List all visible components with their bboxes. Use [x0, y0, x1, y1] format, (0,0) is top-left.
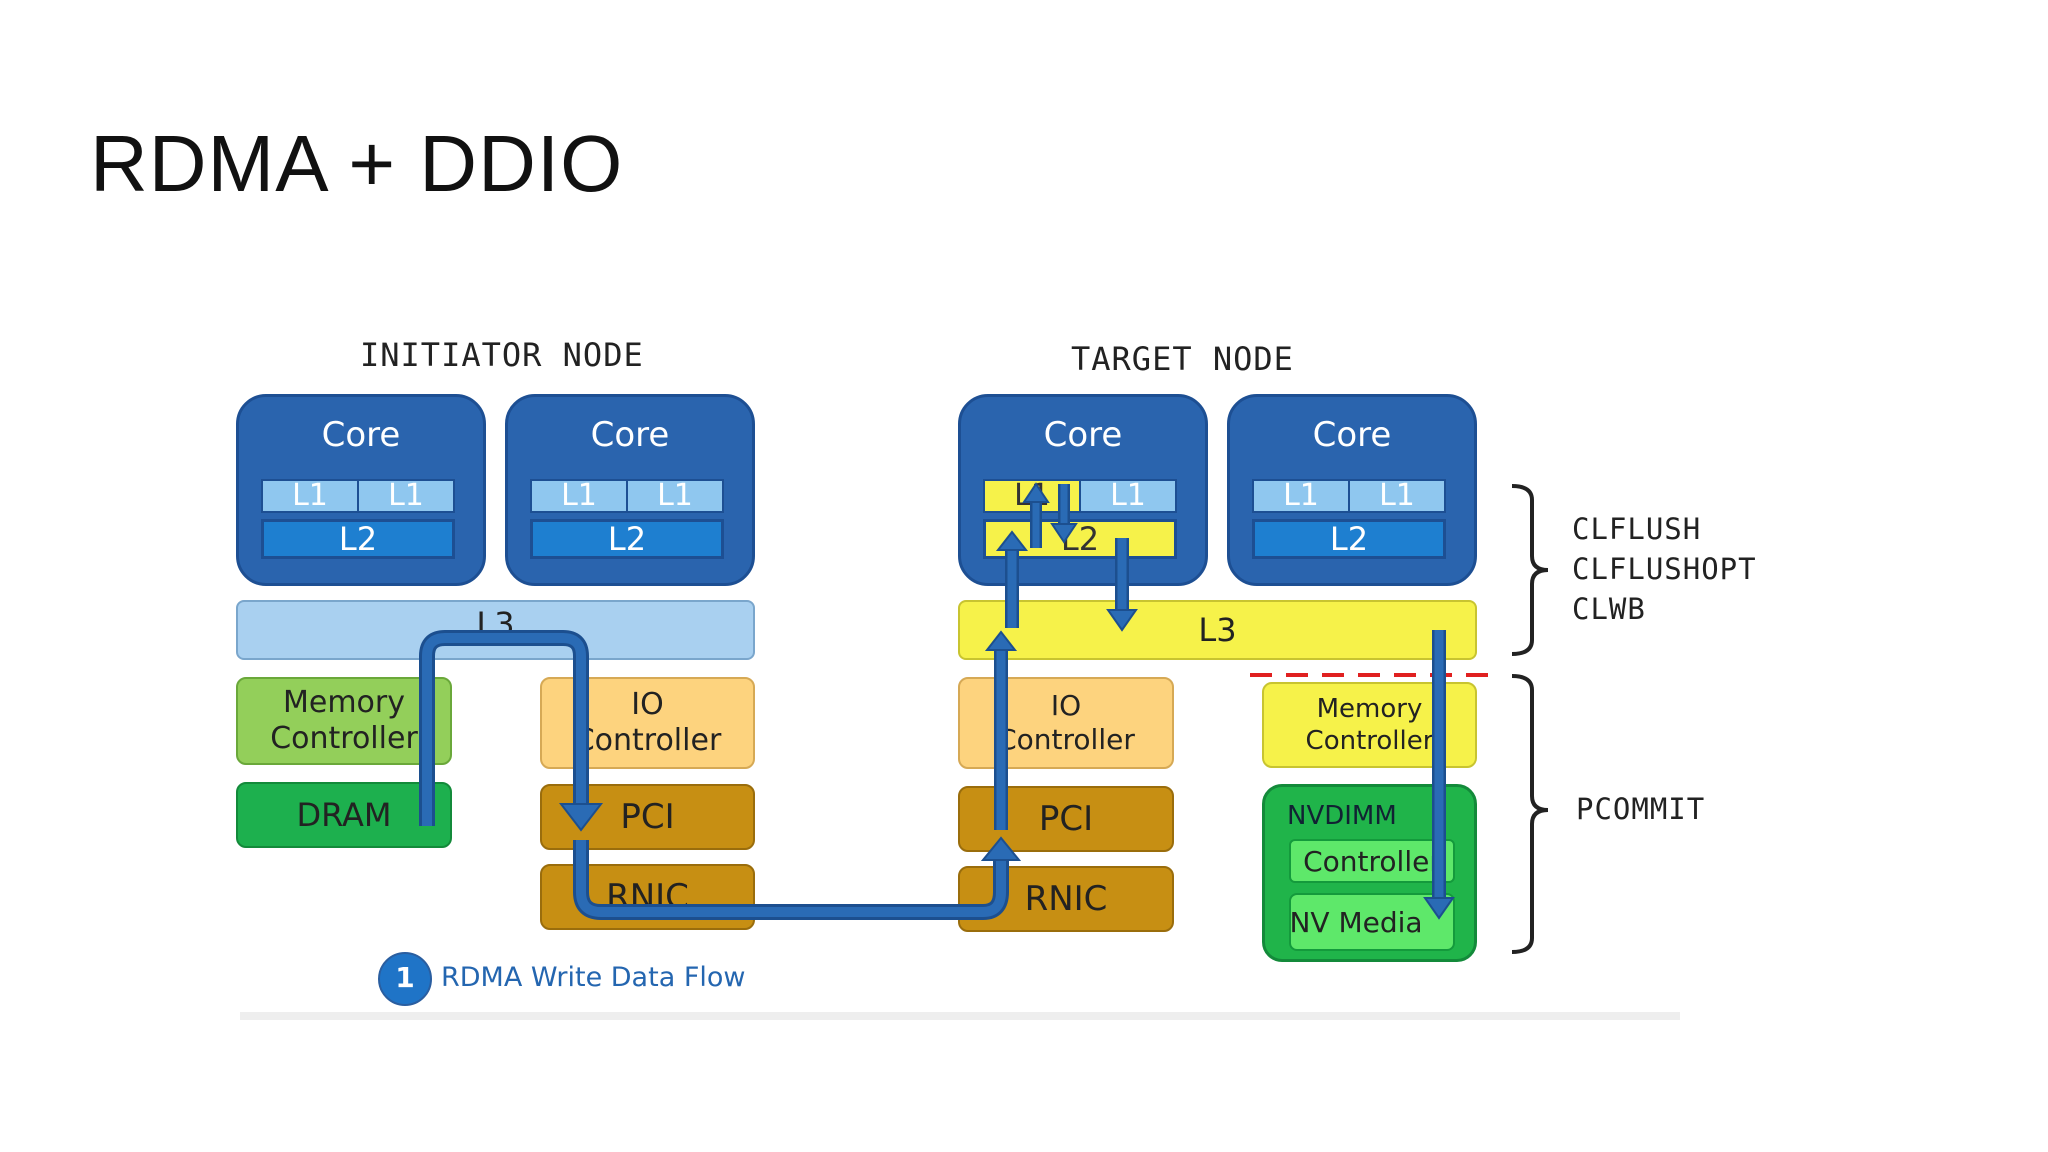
- pci-label: PCI: [620, 797, 675, 837]
- l1-cache: L1: [530, 479, 628, 513]
- core-label: Core: [590, 415, 670, 455]
- initiator-node-label: INITIATOR NODE: [360, 336, 644, 374]
- pci-label: PCI: [1038, 799, 1094, 839]
- target-l3-cache: L3: [958, 600, 1477, 660]
- l1-cache: L1: [1079, 479, 1177, 513]
- l2-cache: L2: [530, 519, 724, 559]
- memory-controller-label: Memory Controller: [270, 685, 418, 756]
- core-label: Core: [321, 415, 401, 455]
- l1-cache: L1: [1348, 479, 1446, 513]
- l1-cache: L1: [357, 479, 455, 513]
- legend-badge: [378, 952, 432, 1006]
- dram-label: DRAM: [296, 796, 392, 834]
- io-controller-label: IO Controller: [997, 689, 1135, 756]
- network-flow-arrow: [573, 840, 1009, 920]
- pcommit-label: PCOMMIT: [1576, 792, 1706, 826]
- io-controller-label: IO Controller: [573, 687, 722, 758]
- memory-controller-label: Memory Controller: [1305, 694, 1434, 756]
- legend-text: RDMA Write Data Flow: [441, 962, 746, 993]
- pcommit-brace: [1511, 674, 1549, 954]
- l1-cache: L1: [261, 479, 359, 513]
- initiator-dram: DRAM: [236, 782, 452, 848]
- l2-to-l3-arrowhead: [1106, 609, 1138, 632]
- l1-cache: L1: [626, 479, 724, 513]
- clflushopt-label: CLFLUSHOPT: [1572, 552, 1757, 586]
- diagram-bottom-shadow: [240, 1012, 1680, 1020]
- initiator-flow-arrow: [419, 630, 589, 826]
- network-flow-arrowhead: [980, 836, 1022, 861]
- target-pci: PCI: [958, 786, 1174, 852]
- clwb-label: CLWB: [1572, 592, 1646, 626]
- cache-flush-brace: [1511, 484, 1549, 656]
- l2-cache: L2: [261, 519, 455, 559]
- l1-cache: L1: [1252, 479, 1350, 513]
- clflush-label: CLFLUSH: [1572, 512, 1702, 546]
- initiator-memory-controller: Memory Controller: [236, 677, 452, 765]
- l1-to-l2-arrowhead: [1050, 523, 1078, 544]
- target-node-label: TARGET NODE: [1071, 340, 1294, 378]
- initiator-flow-arrowhead: [558, 803, 604, 832]
- l3-to-nvmedia-arrowhead: [1423, 897, 1455, 920]
- target-core-1: Core L1 L1 L2: [958, 394, 1208, 586]
- l2-to-l1-arrowhead: [1022, 482, 1050, 503]
- initiator-core-2: Core L1 L1 L2: [505, 394, 755, 586]
- l3-label: L3: [1198, 611, 1237, 649]
- target-up-arrowhead: [984, 630, 1018, 651]
- nvdimm-controller: Controller: [1289, 839, 1455, 883]
- nvdimm-label: NVDIMM: [1287, 801, 1397, 831]
- core-label: Core: [1043, 415, 1123, 455]
- l3-to-l2-arrowhead: [995, 530, 1029, 551]
- rnic-label: RNIC: [1024, 879, 1108, 919]
- target-core-2: Core L1 L1 L2: [1227, 394, 1477, 586]
- core-label: Core: [1312, 415, 1392, 455]
- legend-number: 1: [395, 961, 415, 994]
- page-title: RDMA + DDIO: [90, 119, 624, 208]
- nv-controller-label: Controller: [1303, 844, 1441, 878]
- l2-cache: L2: [1252, 519, 1446, 559]
- nv-media-label: NV Media: [1289, 905, 1423, 939]
- initiator-core-1: Core L1 L1 L2: [236, 394, 486, 586]
